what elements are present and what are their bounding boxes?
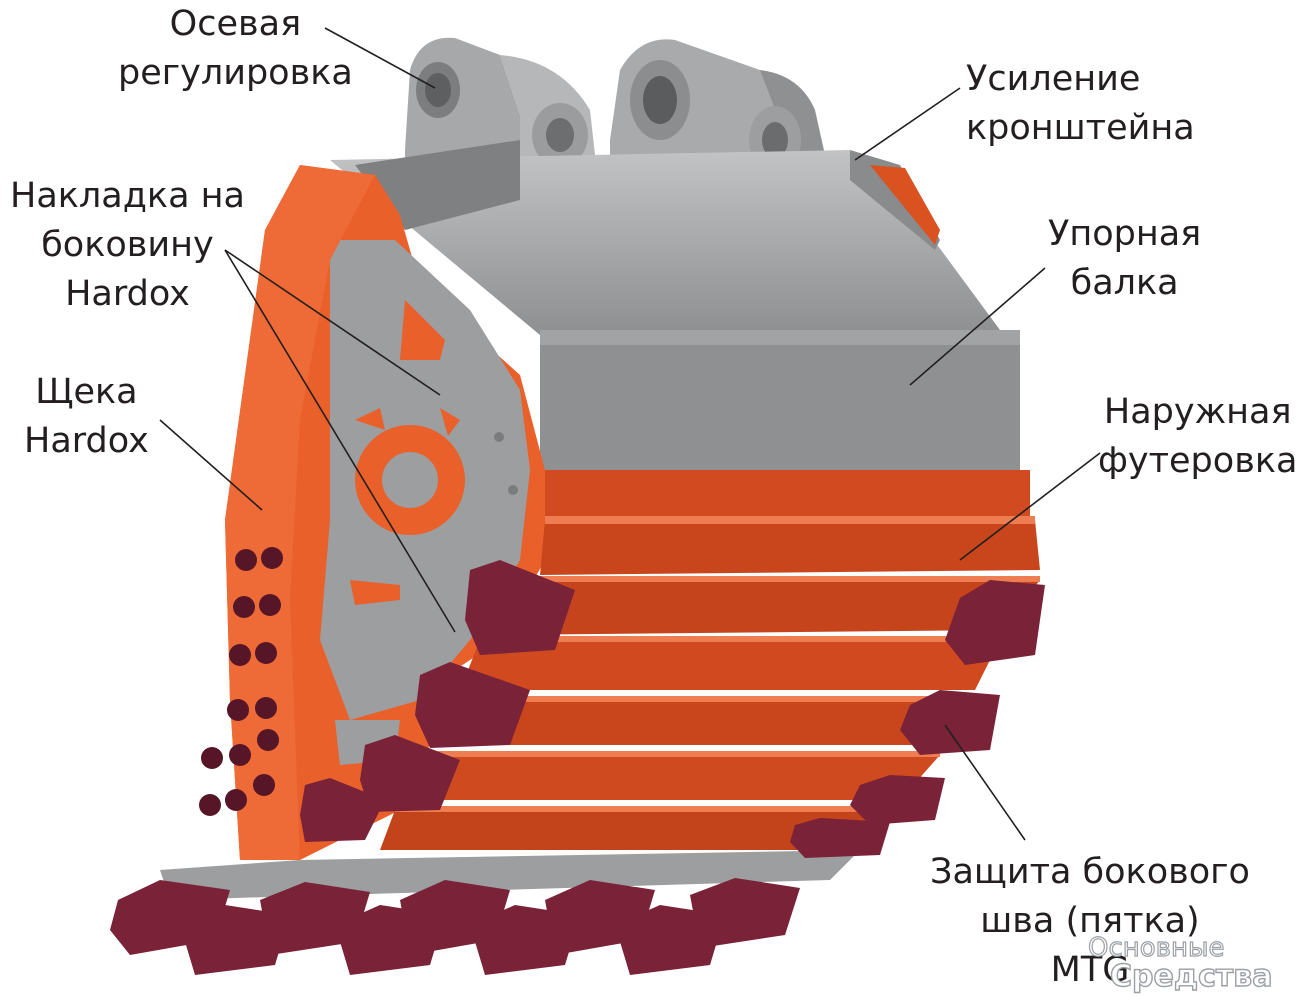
- side-cheek: [225, 165, 545, 860]
- label-cheek: Щека Hardox: [24, 368, 149, 466]
- watermark-logo: Основные Средства: [1087, 933, 1288, 994]
- label-line: регулировка: [118, 53, 353, 93]
- label-heel-protection: Защита бокового шва (пятка) MTG: [930, 848, 1250, 995]
- watermark-line-2: Средства: [1109, 959, 1273, 994]
- watermark-line-1: Основные: [1087, 933, 1225, 963]
- outer-lining: [160, 470, 1040, 900]
- label-line: MTG: [1050, 950, 1130, 990]
- label-axial-adjustment: Осевая регулировка: [118, 0, 353, 98]
- bucket-body: [330, 140, 1020, 470]
- label-line: Защита бокового: [930, 852, 1250, 892]
- label-line: Накладка на: [10, 176, 245, 216]
- label-line: Hardox: [65, 274, 190, 314]
- label-line: Наружная: [1103, 392, 1292, 432]
- label-support-beam: Упорная балка: [1048, 210, 1201, 308]
- bucket-teeth: [110, 878, 800, 975]
- label-line: кронштейна: [966, 108, 1195, 148]
- leader-lines: [159, 27, 1101, 841]
- label-line: Усиление: [966, 59, 1141, 99]
- label-line: Щека: [35, 372, 138, 412]
- label-line: боковину: [41, 225, 214, 265]
- label-line: Осевая: [169, 4, 302, 44]
- label-line: футеровка: [1098, 441, 1298, 481]
- label-side-plate: Накладка на боковину Hardox: [10, 172, 245, 319]
- label-line: шва (пятка): [980, 901, 1200, 941]
- label-line: Hardox: [24, 421, 149, 461]
- label-outer-lining: Наружная футеровка: [1098, 388, 1297, 486]
- label-bracket-reinforcement: Усиление кронштейна: [966, 55, 1195, 153]
- cheek-wear-buttons: [199, 547, 283, 816]
- label-line: балка: [1070, 263, 1179, 303]
- heel-protectors: [300, 560, 1045, 858]
- label-line: Упорная: [1048, 214, 1202, 254]
